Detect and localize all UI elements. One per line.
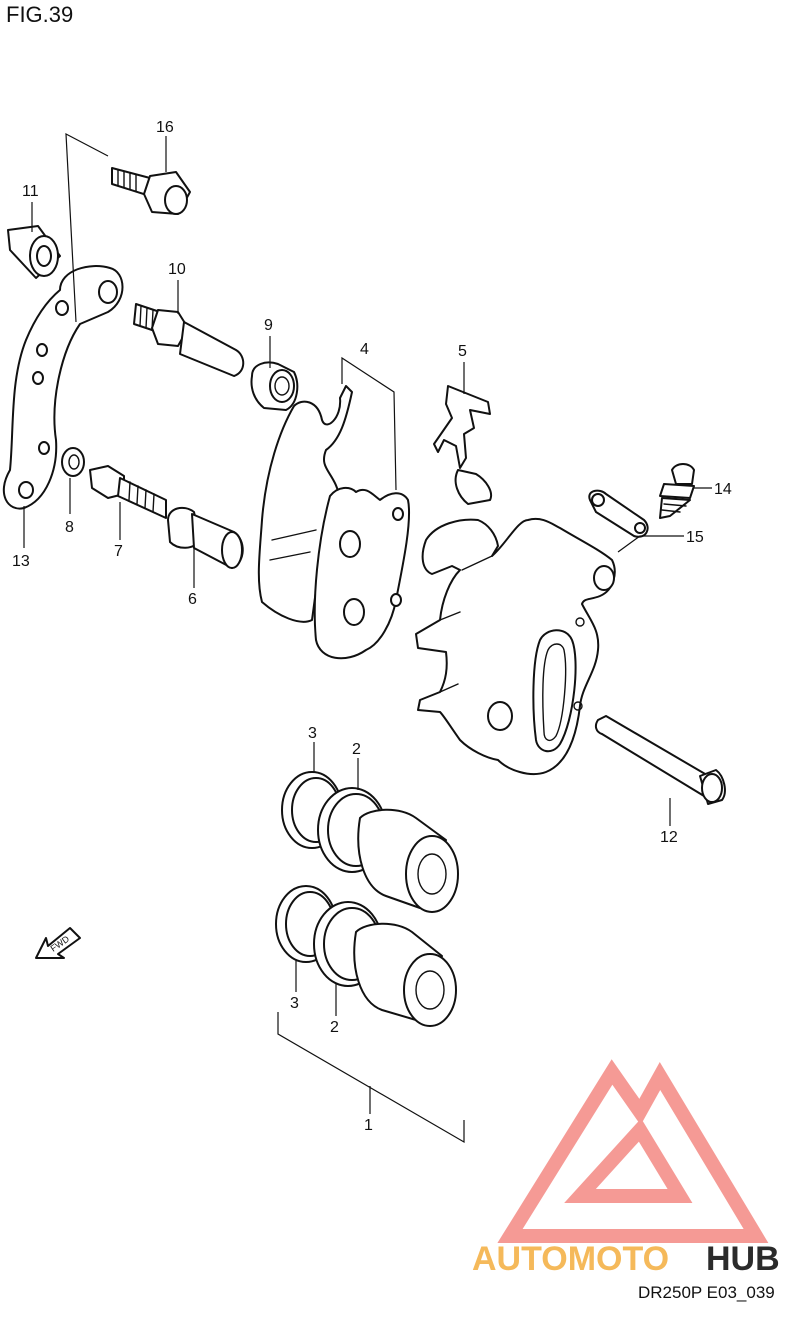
- logo-triangle-icon: [497, 1059, 769, 1243]
- callout-1: 1: [364, 1117, 373, 1134]
- callout-labels: 16 11 10 9 4 5 14 15 8 7 13 6 3 2 12 3 2…: [12, 119, 732, 1134]
- leader-lines: [23, 132, 712, 1144]
- seal-set-lower: [275, 885, 457, 1027]
- part-15-plate: [588, 489, 649, 538]
- part-4-pads: [257, 385, 411, 660]
- callout-16: 16: [156, 119, 174, 136]
- figure-code: DR250P E03_039: [638, 1283, 775, 1302]
- caliper-body: [415, 518, 616, 776]
- callout-8: 8: [65, 519, 74, 536]
- callout-3b: 3: [290, 995, 299, 1012]
- watermark-word-2: HUB: [706, 1240, 780, 1278]
- part-10-pin: [133, 303, 245, 377]
- part-7-bolt: [89, 465, 167, 519]
- callout-7: 7: [114, 543, 123, 560]
- callout-2a: 2: [352, 741, 361, 758]
- figure-title: FIG.39: [6, 2, 73, 27]
- callout-13: 13: [12, 553, 30, 570]
- part-9-boot: [250, 361, 299, 411]
- callout-3a: 3: [308, 725, 317, 742]
- part-13-bracket: [2, 265, 124, 510]
- callout-11: 11: [22, 183, 39, 200]
- callout-15: 15: [686, 529, 704, 546]
- callout-4: 4: [360, 341, 369, 358]
- callout-2b: 2: [330, 1019, 339, 1036]
- watermark-word-1: AUTOMOTO: [472, 1240, 669, 1278]
- callout-5: 5: [458, 343, 467, 360]
- part-6-pin: [167, 506, 244, 569]
- seal-set-upper: [281, 771, 459, 913]
- fwd-arrow-icon: FWD: [35, 927, 81, 959]
- part-8-washer: [61, 447, 85, 477]
- part-12-pin: [594, 715, 726, 805]
- callout-6: 6: [188, 591, 197, 608]
- part-14-bleeder: [659, 463, 695, 519]
- part-16-bolt: [111, 167, 191, 215]
- callout-9: 9: [264, 317, 273, 334]
- watermark-logo: [497, 1059, 769, 1243]
- callout-14: 14: [714, 481, 732, 498]
- part-5-spring: [433, 385, 492, 505]
- callout-10: 10: [168, 261, 186, 278]
- callout-12: 12: [660, 829, 678, 846]
- part-11-sleeve: [7, 225, 61, 279]
